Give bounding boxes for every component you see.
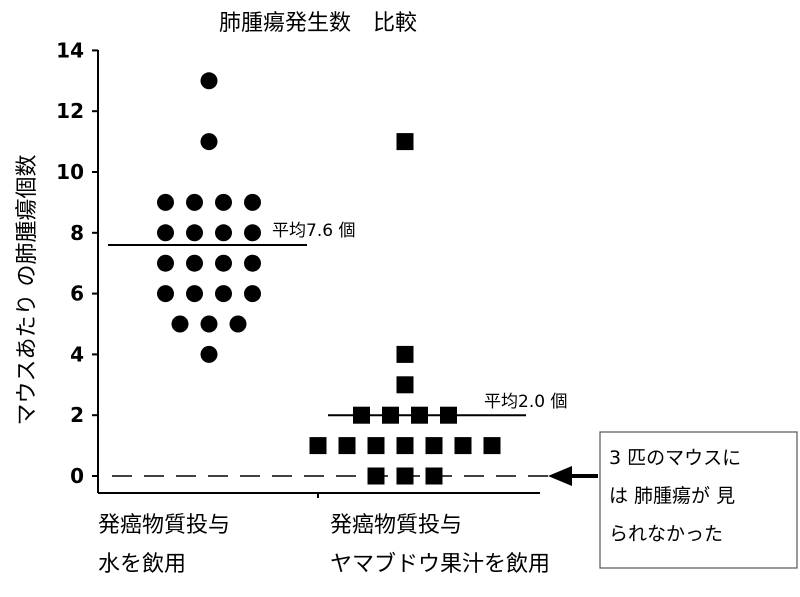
data-point-water xyxy=(244,254,261,272)
data-point-grape xyxy=(396,133,414,151)
data-point-water xyxy=(186,193,203,211)
data-point-water xyxy=(157,224,174,242)
y-tick-label: 0 xyxy=(70,464,84,488)
data-point-grape xyxy=(367,467,385,485)
data-point-grape xyxy=(396,376,414,394)
chart-title: 肺腫瘍発生数 比較 xyxy=(219,11,417,36)
data-point-grape xyxy=(396,437,414,455)
annotation-text-line: 3 匹のマウスに xyxy=(609,447,741,469)
data-point-grape xyxy=(309,437,327,455)
data-point-water xyxy=(215,254,232,272)
data-point-water xyxy=(186,224,203,242)
group-label-line: 発癌物質投与 xyxy=(330,513,462,538)
y-axis-label: マウスあたり の肺腫瘍個数 xyxy=(15,155,40,426)
group-label-line: 発癌物質投与 xyxy=(98,513,230,538)
data-point-grape xyxy=(454,437,472,455)
data-point-grape xyxy=(396,467,414,485)
annotation-box xyxy=(599,431,798,569)
data-point-water xyxy=(215,285,232,303)
data-point-water xyxy=(200,133,218,151)
data-point-water xyxy=(244,285,261,303)
mean-label: 平均2.0 個 xyxy=(484,392,567,412)
annotation-arrow-head xyxy=(548,466,572,486)
y-tick-label: 2 xyxy=(70,403,84,427)
y-tick-label: 12 xyxy=(56,99,84,123)
data-point-grape xyxy=(367,437,385,455)
data-point-water xyxy=(186,254,203,272)
data-point-water xyxy=(200,345,218,363)
y-tick-label: 4 xyxy=(70,342,84,366)
data-point-water xyxy=(171,315,189,333)
y-tick-label: 10 xyxy=(56,160,84,184)
y-ticks: 0 2 4 6 8 10 12 14 xyxy=(56,38,98,488)
data-point-grape xyxy=(396,345,414,363)
data-point-water xyxy=(186,285,203,303)
data-point-water xyxy=(215,224,232,242)
y-tick-label: 6 xyxy=(70,282,84,306)
data-point-grape xyxy=(338,437,356,455)
y-tick-label: 8 xyxy=(70,221,84,245)
data-point-water xyxy=(157,193,174,211)
data-point-water xyxy=(200,315,218,333)
annotation-text-line: は 肺腫瘍が 見 xyxy=(609,485,735,507)
data-point-water xyxy=(157,254,174,272)
axes xyxy=(97,50,540,498)
data-point-water xyxy=(157,285,174,303)
data-point-water xyxy=(244,193,261,211)
y-tick-label: 14 xyxy=(56,38,84,62)
annotation-text-line: られなかった xyxy=(609,523,723,545)
data-point-grape xyxy=(425,437,443,455)
data-points xyxy=(157,72,501,485)
group-label-line: 水を飲用 xyxy=(98,552,186,577)
data-point-water xyxy=(215,193,232,211)
data-point-water xyxy=(200,72,218,90)
data-point-water xyxy=(229,315,247,333)
data-point-grape xyxy=(483,437,501,455)
data-point-water xyxy=(244,224,261,242)
data-point-grape xyxy=(425,467,443,485)
group-label-line: ヤマブドウ果汁を飲用 xyxy=(330,552,550,577)
mean-label: 平均7.6 個 xyxy=(272,221,355,241)
